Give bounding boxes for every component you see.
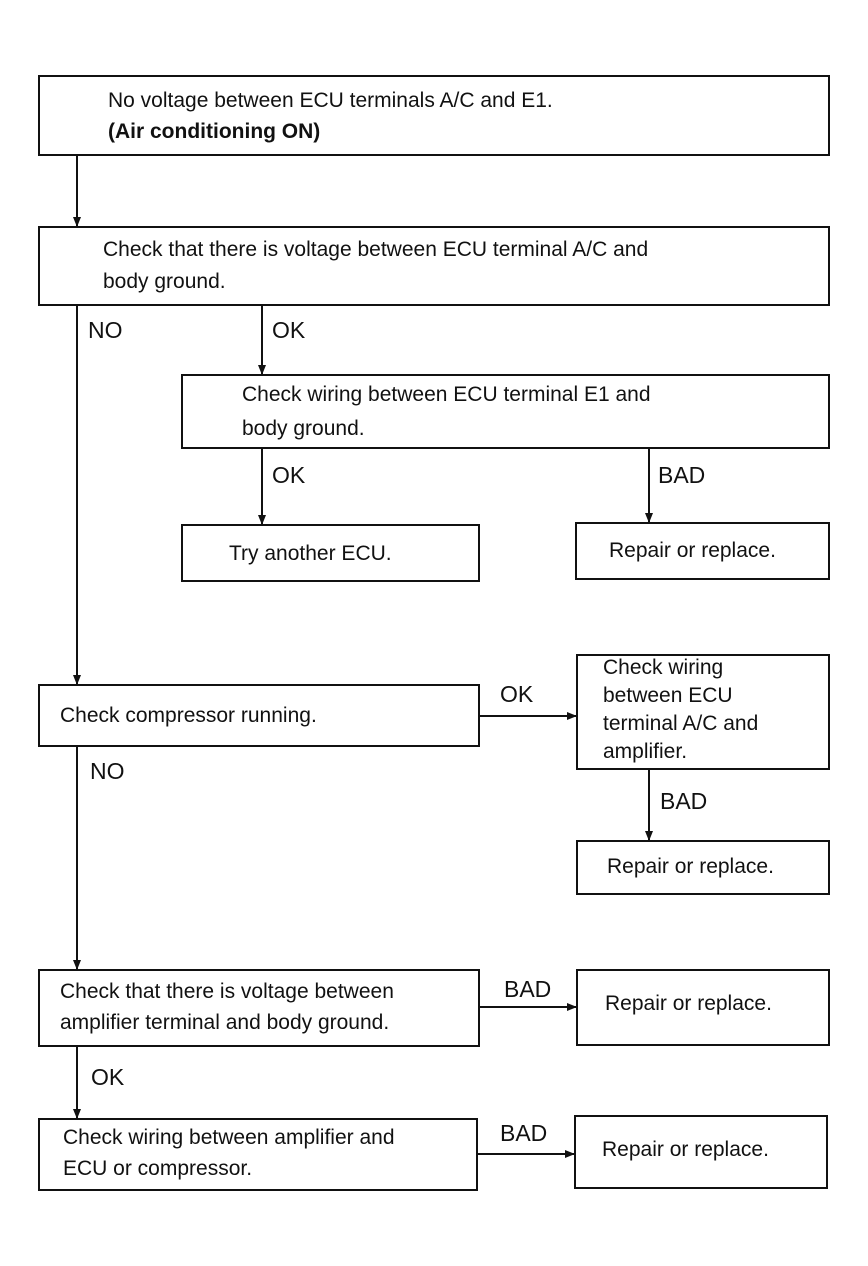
repair-box-4 xyxy=(574,1115,828,1189)
label-bad-2: BAD xyxy=(660,788,708,814)
check-ac-amp-wiring-box xyxy=(576,654,830,770)
check-e1-wiring-line2: body ground. xyxy=(242,417,365,440)
check-compressor-text: Check compressor running. xyxy=(60,704,317,727)
check-ac-amp-wiring-line4: amplifier. xyxy=(603,740,688,763)
repair-text-1: Repair or replace. xyxy=(609,539,776,562)
repair-text-2: Repair or replace. xyxy=(607,855,774,878)
check-amp-ecu-wiring-box xyxy=(38,1118,478,1191)
check-amp-voltage-box xyxy=(38,969,480,1047)
check-amp-ecu-wiring-line1: Check wiring between amplifier and xyxy=(63,1126,395,1149)
check-amp-voltage-line1: Check that there is voltage between xyxy=(60,980,394,1003)
label-ok-1: OK xyxy=(272,317,306,343)
label-bad-1: BAD xyxy=(658,462,706,488)
check-ac-voltage-box xyxy=(38,226,830,306)
start-condition-box xyxy=(38,75,830,156)
check-ac-amp-wiring-line1: Check wiring xyxy=(603,656,724,679)
label-bad-4: BAD xyxy=(500,1120,548,1146)
label-ok-3: OK xyxy=(500,681,534,707)
check-ac-voltage-line2: body ground. xyxy=(103,270,226,293)
start-condition-line2: (Air conditioning ON) xyxy=(108,120,321,143)
start-condition-line1: No voltage between ECU terminals A/C and… xyxy=(108,89,553,112)
check-amp-ecu-wiring-line2: ECU or compressor. xyxy=(63,1157,253,1180)
check-compressor-box xyxy=(38,684,480,747)
check-e1-wiring-line1: Check wiring between ECU terminal E1 and xyxy=(242,383,651,406)
label-no-1: NO xyxy=(88,317,123,343)
repair-text-4: Repair or replace. xyxy=(602,1138,769,1161)
try-another-ecu-text: Try another ECU. xyxy=(229,542,392,565)
label-bad-3: BAD xyxy=(504,976,552,1002)
check-amp-voltage-line2: amplifier terminal and body ground. xyxy=(60,1011,390,1034)
repair-box-3 xyxy=(576,969,830,1046)
check-e1-wiring-box xyxy=(181,374,830,449)
check-ac-voltage-line1: Check that there is voltage between ECU … xyxy=(103,238,649,261)
repair-box-2 xyxy=(576,840,830,895)
check-ac-amp-wiring-line2: between ECU xyxy=(603,684,733,707)
repair-box-1 xyxy=(575,522,830,580)
try-another-ecu-box xyxy=(181,524,480,582)
label-no-2: NO xyxy=(90,758,125,784)
label-ok-2: OK xyxy=(272,462,306,488)
label-ok-4: OK xyxy=(91,1064,125,1090)
repair-text-3: Repair or replace. xyxy=(605,992,772,1015)
check-ac-amp-wiring-line3: terminal A/C and xyxy=(603,712,759,735)
